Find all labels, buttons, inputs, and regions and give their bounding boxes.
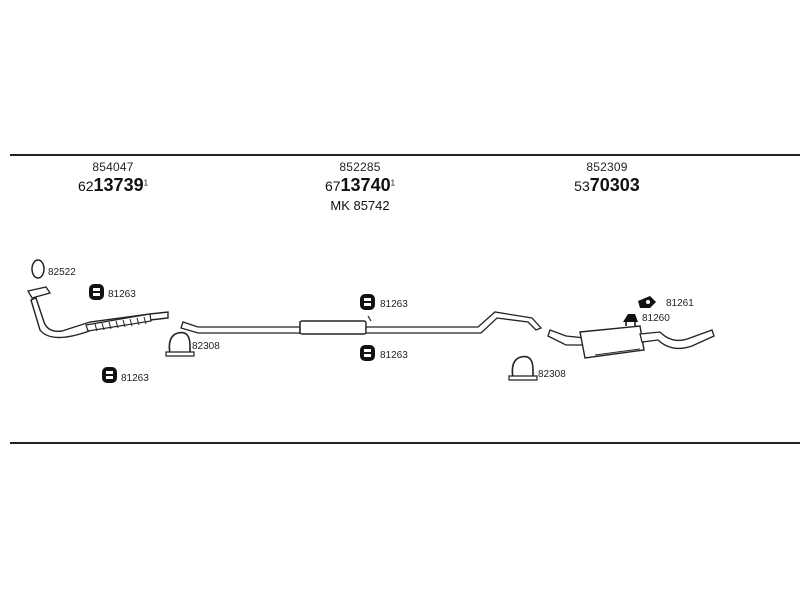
part-number: 852309 (586, 160, 628, 174)
code-superscript: 1 (143, 178, 149, 188)
code-main: 13739 (93, 175, 144, 195)
mount-label: 81260 (642, 313, 670, 324)
rubber-mount-label: 81263 (108, 289, 136, 300)
middle-pipe-icon (180, 311, 543, 335)
gasket-icon (31, 259, 45, 279)
code-prefix: 67 (324, 178, 341, 194)
rubber-mount-icon (89, 284, 104, 300)
mount-bracket-icon (623, 314, 638, 326)
section-front-pipe-header: 854047 62137391 (68, 160, 158, 196)
bottom-divider (10, 442, 800, 444)
front-pipe-icon (26, 286, 169, 339)
gasket-label: 82522 (48, 267, 76, 278)
code-prefix: 62 (77, 178, 94, 194)
reference-code: 62137391 (68, 175, 158, 196)
clamp-icon (165, 331, 195, 357)
mount-bracket-icon (638, 296, 656, 308)
mount-label: 81261 (666, 298, 694, 309)
clamp-label: 82308 (538, 369, 566, 380)
rubber-mount-icon (102, 367, 117, 383)
rear-silencer-icon (547, 325, 715, 359)
code-superscript: 1 (390, 178, 396, 188)
top-divider (10, 154, 800, 156)
reference-code: 67137401 (315, 175, 405, 196)
rubber-mount-label: 81263 (380, 299, 408, 310)
code-main: 13740 (340, 175, 391, 195)
clamp-icon (508, 355, 538, 381)
code-main: 70303 (589, 175, 640, 195)
reference-code: 5370303 (562, 175, 652, 196)
code-prefix: 53 (574, 178, 590, 194)
part-number: 854047 (92, 160, 134, 174)
clamp-label: 82308 (192, 341, 220, 352)
section-rear-silencer-header: 852309 5370303 (562, 160, 652, 196)
section-middle-silencer-header: 852285 67137401 MK 85742 (315, 160, 405, 213)
rubber-mount-icon (360, 345, 375, 361)
mk-code: MK 85742 (330, 198, 390, 213)
rubber-mount-icon (360, 294, 375, 310)
rubber-mount-label: 81263 (380, 350, 408, 361)
part-number: 852285 (339, 160, 381, 174)
rubber-mount-label: 81263 (121, 373, 149, 384)
